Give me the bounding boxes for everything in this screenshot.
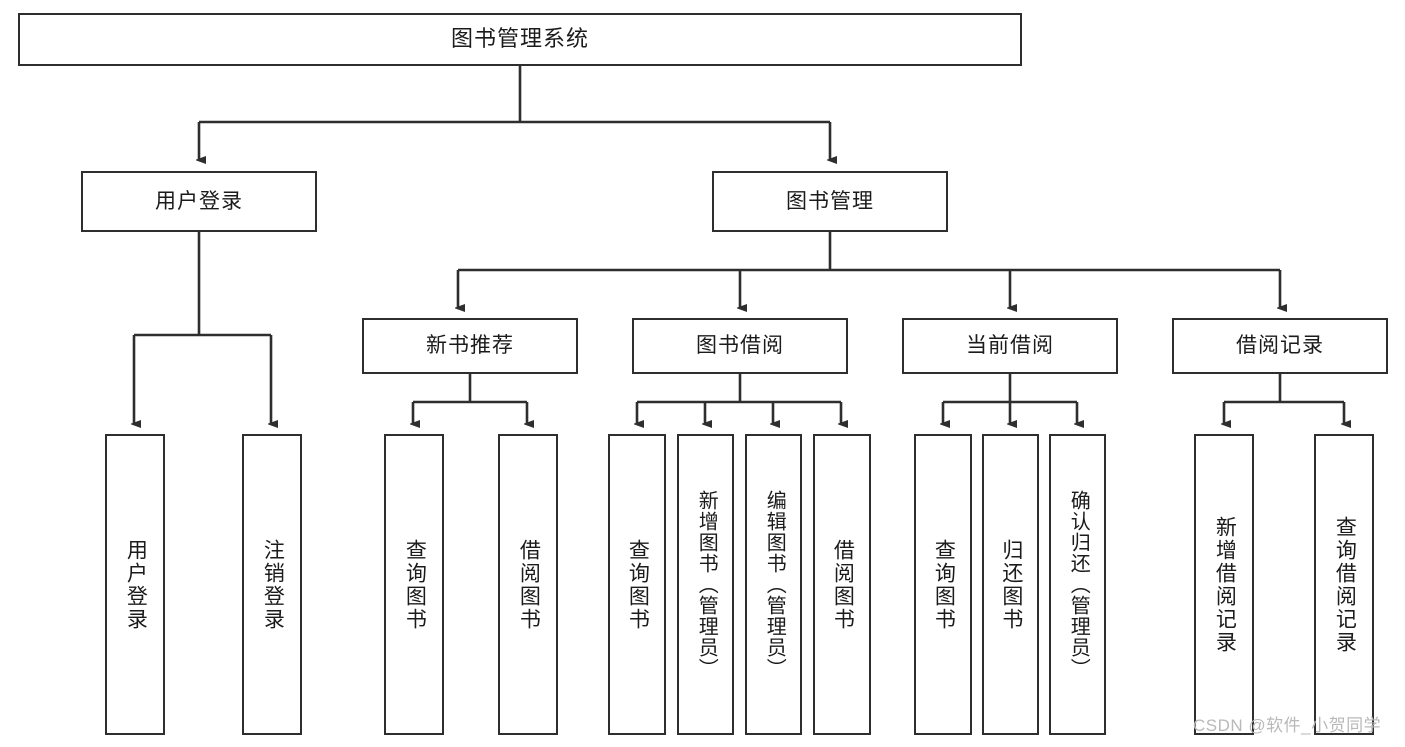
leaf-borrow-book[interactable]: 借阅图书 [813, 434, 871, 735]
node-label: 查询借阅记录 [1333, 515, 1357, 654]
node-label: 用户登录 [124, 538, 148, 631]
leaf-edit-book-admin[interactable]: 编辑图书（管理员） [745, 434, 802, 735]
watermark: CSDN @软件_小贺同学 [1193, 716, 1382, 735]
leaf-confirm-return-admin[interactable]: 确认归还（管理员） [1049, 434, 1106, 735]
node-label: 图书借阅 [696, 334, 784, 358]
node-label: 查询图书 [403, 538, 427, 631]
node-label: 借阅记录 [1236, 334, 1324, 358]
node-label: 图书管理系统 [450, 26, 589, 52]
node-label: 编辑图书（管理员） [763, 490, 786, 679]
leaf-add-borrow-record[interactable]: 新增借阅记录 [1194, 434, 1254, 735]
node-book-borrow[interactable]: 图书借阅 [632, 318, 848, 374]
leaf-query-book-new[interactable]: 查询图书 [384, 434, 444, 735]
node-new-book-recommend[interactable]: 新书推荐 [362, 318, 578, 374]
leaf-borrow-book-new[interactable]: 借阅图书 [498, 434, 558, 735]
node-label: 图书管理 [786, 189, 874, 213]
node-label: 查询图书 [932, 538, 956, 631]
leaf-query-book-current[interactable]: 查询图书 [914, 434, 972, 735]
node-label: 用户登录 [155, 189, 243, 213]
leaf-user-login[interactable]: 用户登录 [105, 434, 165, 735]
node-label: 查询图书 [626, 538, 650, 631]
node-label: 借阅图书 [831, 538, 855, 631]
node-borrow-record[interactable]: 借阅记录 [1172, 318, 1388, 374]
node-label: 确认归还（管理员） [1067, 490, 1090, 679]
node-label: 借阅图书 [517, 538, 541, 631]
node-label: 新增图书（管理员） [695, 490, 718, 679]
leaf-user-logout[interactable]: 注销登录 [242, 434, 302, 735]
node-label: 新书推荐 [426, 334, 514, 358]
node-label: 注销登录 [261, 538, 285, 631]
node-label: 新增借阅记录 [1213, 515, 1237, 654]
leaf-query-book-borrow[interactable]: 查询图书 [608, 434, 666, 735]
node-book-management[interactable]: 图书管理 [712, 171, 948, 232]
node-current-borrow[interactable]: 当前借阅 [902, 318, 1118, 374]
node-root-system[interactable]: 图书管理系统 [18, 13, 1022, 66]
node-label: 归还图书 [999, 538, 1023, 631]
node-user-login[interactable]: 用户登录 [81, 171, 317, 232]
leaf-return-book[interactable]: 归还图书 [982, 434, 1039, 735]
leaf-query-borrow-record[interactable]: 查询借阅记录 [1314, 434, 1374, 735]
leaf-add-book-admin[interactable]: 新增图书（管理员） [677, 434, 734, 735]
node-label: 当前借阅 [966, 334, 1054, 358]
